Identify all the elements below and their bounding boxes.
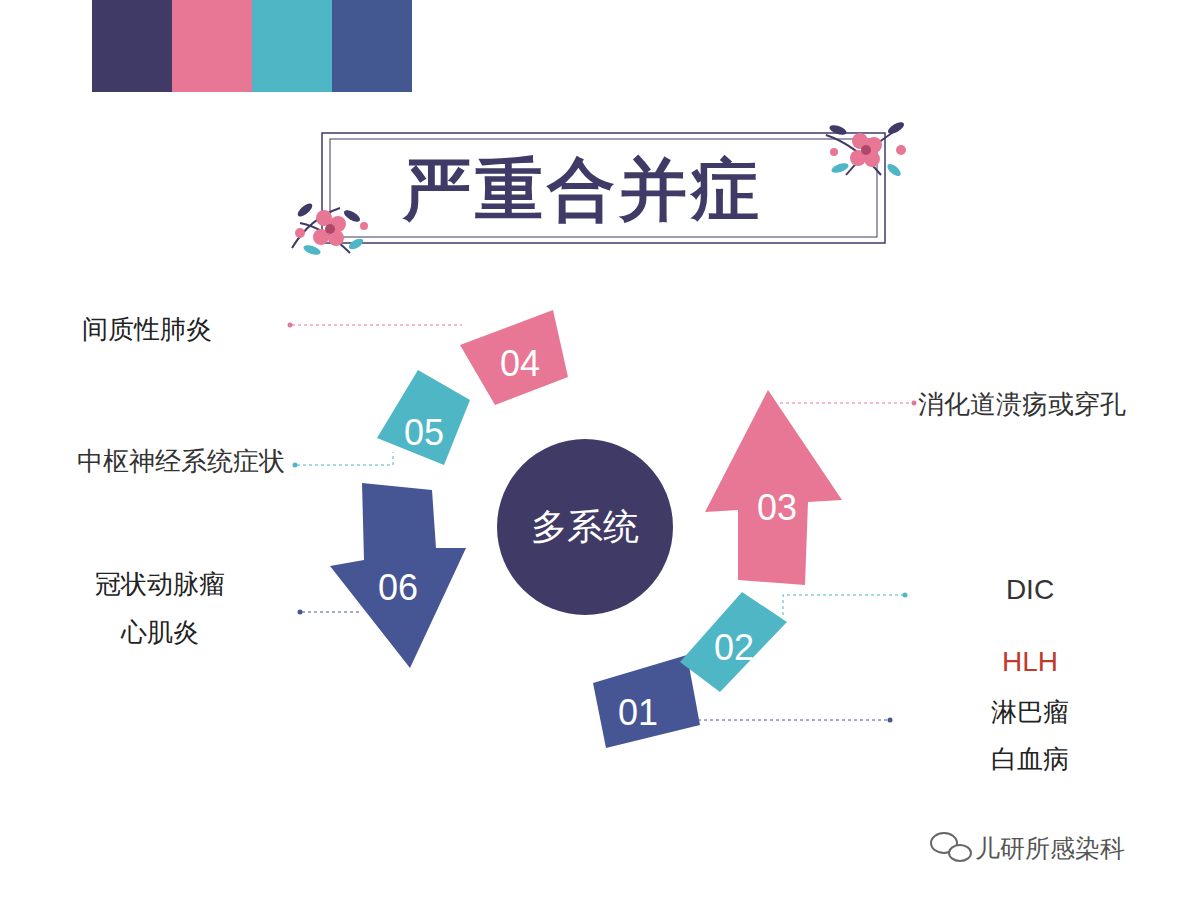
color-bar (92, 0, 172, 92)
center-label: 多系统 (531, 505, 639, 548)
color-bar (252, 0, 332, 92)
segment-number: 05 (404, 411, 444, 454)
flower-ornament (826, 120, 906, 178)
ring-segment: 02 (680, 592, 787, 692)
watermark: 儿研所感染科 (975, 833, 1125, 863)
complication-label: 中枢神经系统症状 (77, 446, 285, 477)
complication-label: 心肌炎 (121, 617, 199, 648)
arrow-segment: 06 (330, 483, 466, 668)
complication-label: 淋巴瘤 (991, 697, 1069, 728)
leader-dot (288, 323, 917, 723)
segment-number: 03 (757, 486, 797, 529)
complication-label: HLH (1002, 645, 1058, 679)
complication-label: 消化道溃疡或穿孔 (918, 389, 1126, 420)
ring-segment: 05 (377, 370, 470, 465)
arrow-segment: 03 (705, 390, 842, 585)
color-bar (332, 0, 412, 92)
center-circle: 多系统 (497, 439, 673, 615)
complication-label: DIC (1006, 573, 1054, 607)
title: 严重合并症 (403, 149, 763, 231)
color-bar (172, 0, 252, 92)
complication-label: 白血病 (991, 744, 1069, 775)
title-frame (322, 133, 885, 243)
segment-number: 06 (378, 566, 418, 609)
flower-ornament (292, 201, 368, 257)
wechat-icon (931, 833, 971, 861)
ring-segment: 04 (460, 310, 568, 405)
title-frame (330, 139, 877, 237)
segment-number: 02 (714, 626, 754, 669)
segment-number: 04 (500, 342, 540, 385)
ring-segment: 01 (593, 655, 700, 748)
complication-label: 冠状动脉瘤 (95, 569, 225, 600)
leader-line (292, 325, 912, 720)
segment-number: 01 (618, 691, 658, 734)
complication-label: 间质性肺炎 (82, 314, 212, 345)
